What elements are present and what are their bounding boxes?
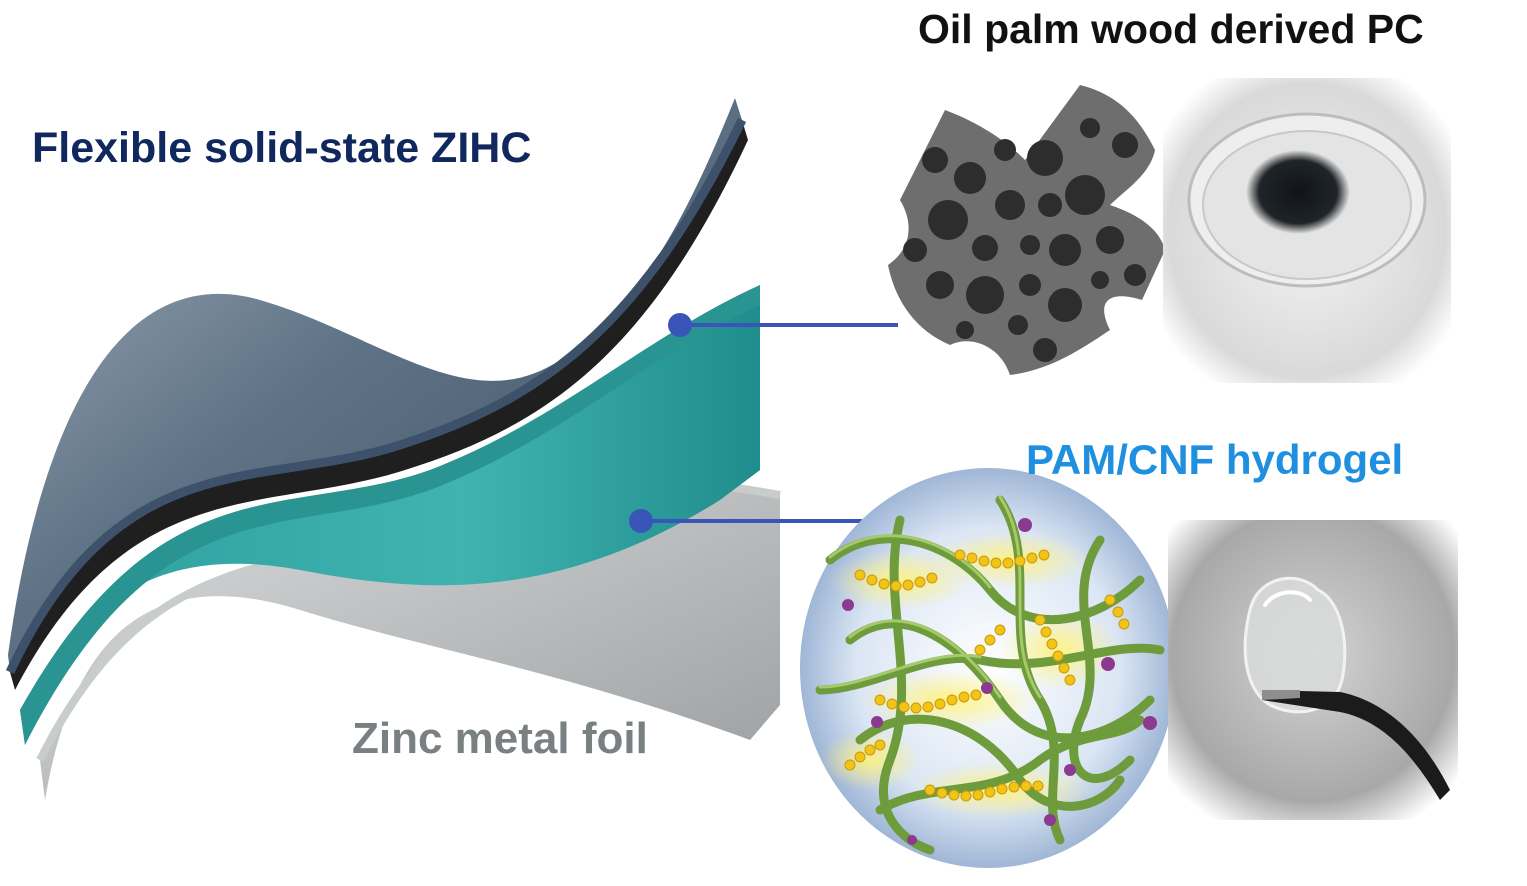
label-hydrogel: PAM/CNF hydrogel — [1026, 436, 1404, 483]
pam-chains — [844, 549, 1130, 802]
hydrogel-network — [800, 468, 1176, 868]
photo-hydrogel — [1168, 520, 1458, 820]
cnf-fiber-highlights — [818, 495, 1042, 699]
hydrogel-sample — [1243, 576, 1347, 714]
zinc-ions — [842, 518, 1157, 845]
label-porous-carbon: Oil palm wood derived PC — [918, 6, 1424, 52]
tweezers-tip — [1262, 690, 1300, 700]
connector-dot-hydrogel — [629, 509, 653, 533]
carbon-particle-body — [888, 85, 1165, 375]
connectors — [629, 313, 898, 533]
carbon-pores — [903, 118, 1146, 362]
device-stack — [5, 98, 781, 800]
label-zinc-foil: Zinc metal foil — [352, 714, 648, 763]
label-device-title: Flexible solid-state ZIHC — [32, 124, 532, 172]
porous-carbon-particle — [888, 85, 1165, 375]
cathode-layer — [8, 98, 742, 672]
tweezers — [1262, 690, 1450, 800]
cathode-edge — [5, 118, 747, 674]
hydrogel-electrolyte-front — [20, 285, 760, 745]
hydrogel-highlight — [1263, 590, 1312, 607]
connector-dot-pc — [668, 313, 692, 337]
photo-carbon-powder — [1163, 78, 1451, 383]
carbon-powder-pile — [1246, 150, 1350, 234]
